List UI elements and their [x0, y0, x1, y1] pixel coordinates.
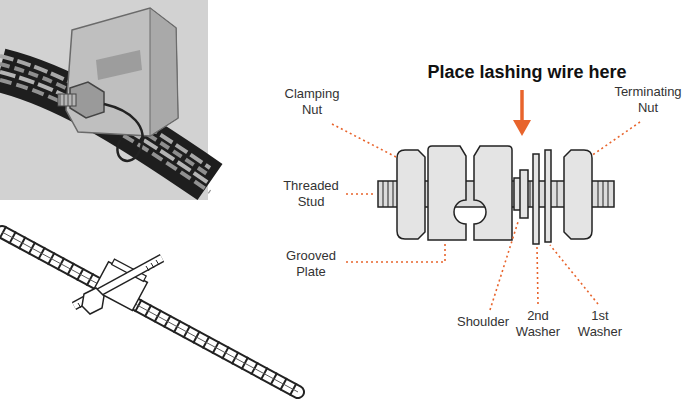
leader-lines: [332, 122, 640, 310]
clamp-sketch: [2, 232, 298, 392]
part-label: Threaded Stud: [276, 178, 346, 211]
callout-heading: Place lashing wire here: [392, 62, 662, 84]
exploded-clamp: [378, 146, 614, 244]
part-label: Grooved Plate: [276, 248, 346, 281]
part-label: Shoulder: [450, 314, 516, 330]
part-label: Clamping Nut: [278, 86, 346, 119]
part-label: 2nd Washer: [512, 308, 564, 341]
lashing-arrow: [513, 90, 531, 136]
part-label: Terminating Nut: [604, 84, 692, 117]
clamp-photo: [0, 0, 210, 200]
part-label: 1st Washer: [572, 308, 628, 341]
